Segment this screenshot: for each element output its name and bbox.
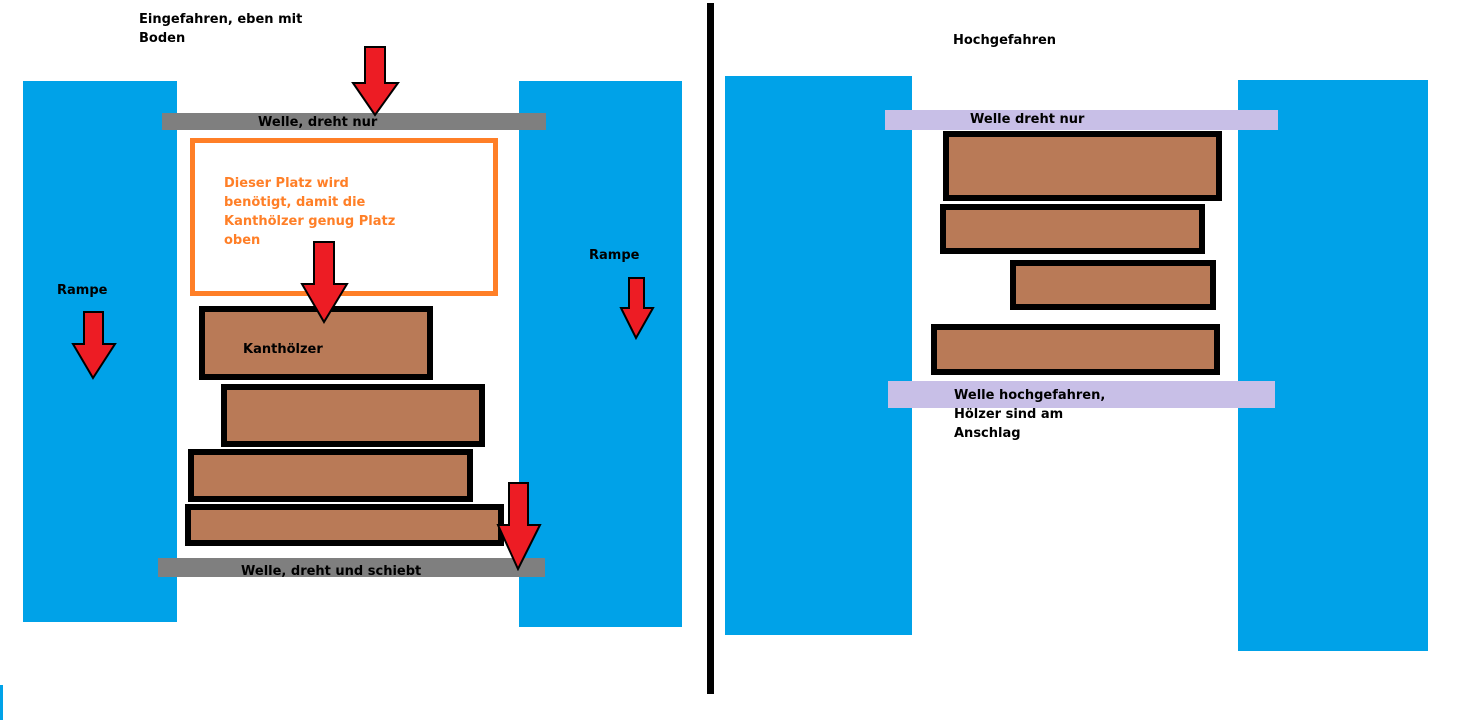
timber-4 xyxy=(185,504,504,546)
down-arrow-icon xyxy=(300,241,349,324)
right-bottom-shaft xyxy=(888,381,1275,408)
timber-1 xyxy=(199,306,433,380)
left-top-shaft-label: Welle, dreht nur xyxy=(258,115,378,130)
right-timber-3 xyxy=(1010,260,1216,310)
timber-2 xyxy=(221,384,485,447)
left-top-shaft xyxy=(162,113,546,130)
left-ramp-left-label: Rampe xyxy=(57,283,108,298)
down-arrow-icon xyxy=(496,482,542,571)
right-top-shaft-label: Welle dreht nur xyxy=(970,112,1085,127)
right-ramp-left xyxy=(725,76,912,635)
space-required-note: Dieser Platz wird benötigt, damit die Ka… xyxy=(224,176,396,248)
down-arrow-icon xyxy=(619,277,655,340)
timber-3 xyxy=(188,449,473,502)
right-bottom-shaft-label: Welle hochgefahren, Hölzer sind am Ansch… xyxy=(954,388,1106,441)
right-timber-4 xyxy=(931,324,1220,375)
left-ramp-right-label: Rampe xyxy=(589,248,640,263)
down-arrow-icon xyxy=(71,311,117,380)
right-timber-2 xyxy=(940,204,1205,254)
right-ramp-right xyxy=(1238,80,1428,651)
edge-mark xyxy=(0,685,3,720)
left-bottom-shaft-label: Welle, dreht und schiebt xyxy=(241,564,422,579)
right-timber-1 xyxy=(943,131,1222,201)
down-arrow-icon xyxy=(351,46,400,117)
timber-label: Kanthölzer xyxy=(243,342,323,357)
left-ramp-right xyxy=(519,81,682,627)
left-bottom-shaft xyxy=(158,558,545,577)
right-top-shaft xyxy=(885,110,1278,130)
space-required-box xyxy=(190,138,498,296)
panel-divider xyxy=(707,3,714,694)
right-panel-title: Hochgefahren xyxy=(953,33,1057,48)
left-panel-title: Eingefahren, eben mit Boden xyxy=(139,12,303,46)
